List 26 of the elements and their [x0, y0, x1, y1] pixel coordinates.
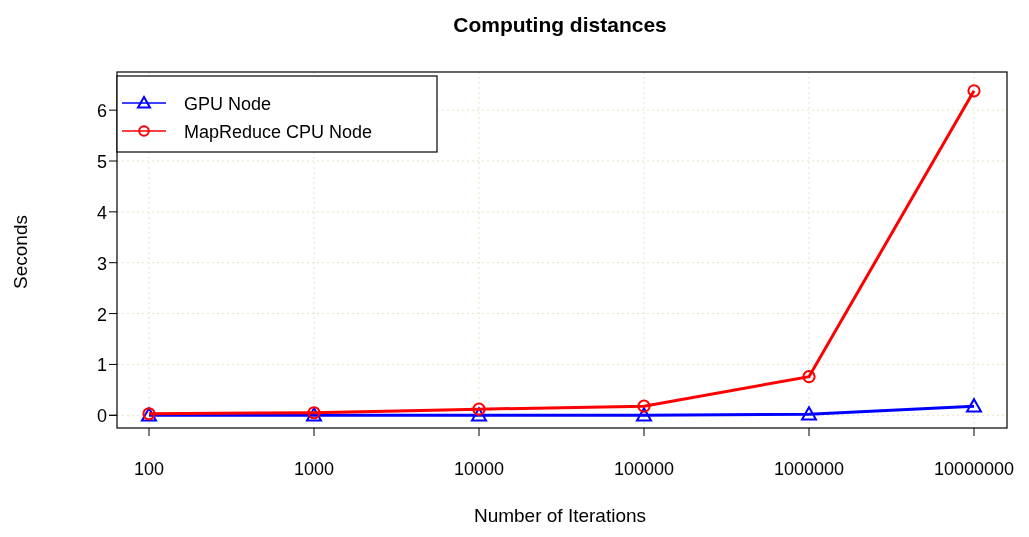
point	[801, 406, 817, 421]
legend-label: MapReduce CPU Node	[184, 122, 373, 142]
axis-title: Seconds	[10, 215, 31, 289]
point	[636, 407, 652, 422]
point	[802, 370, 816, 384]
legend-label: GPU Node	[184, 94, 272, 114]
tick-label: 0	[97, 406, 107, 427]
tick-label: 100000	[613, 459, 675, 479]
tick-label: 2	[97, 304, 107, 325]
tick-label: 100	[134, 459, 164, 479]
tick-label: 10000	[453, 459, 505, 479]
chart-title: Computing distances	[453, 13, 667, 36]
tick-label: 1000000	[773, 459, 845, 479]
point	[472, 402, 486, 416]
tick-label: 1	[97, 355, 107, 376]
tick-label: 3	[97, 253, 107, 274]
tick-label: 1000	[294, 459, 334, 479]
tick-label: 10000000	[933, 459, 1015, 479]
point	[967, 84, 981, 98]
point	[637, 399, 651, 413]
point	[966, 398, 982, 413]
tick-label: 6	[97, 101, 107, 122]
tick-label: 4	[97, 202, 107, 223]
axis-title: Number of Iterations	[473, 505, 647, 526]
tick-label: 5	[97, 152, 107, 172]
point	[471, 407, 487, 422]
